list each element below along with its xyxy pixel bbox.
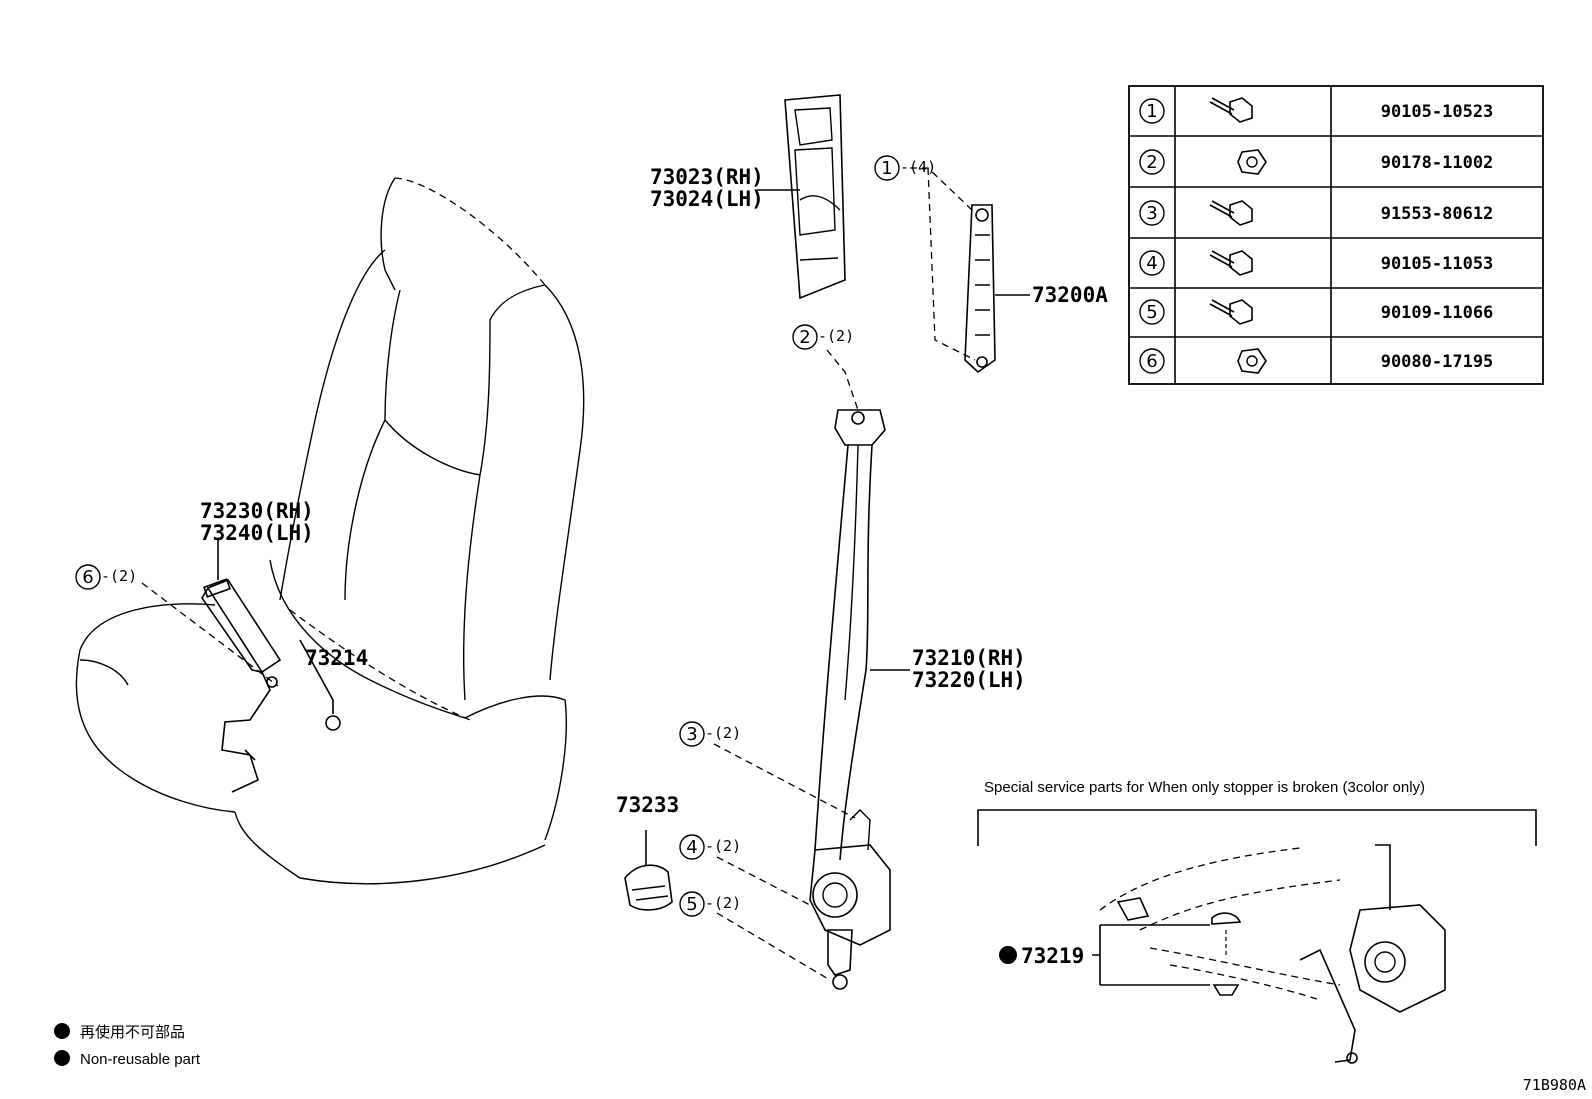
legend-english: Non-reusable part	[80, 1051, 201, 1068]
seat-belt-buckle	[201, 578, 282, 793]
label-73233: 73233	[616, 793, 679, 817]
seat-outline	[75, 177, 585, 885]
table-num-3: 3	[1146, 203, 1157, 224]
table-part-6: 90080-17195	[1381, 352, 1494, 372]
label-73220: 73220(LH)	[912, 668, 1026, 692]
label-73219: 73219	[1021, 944, 1084, 968]
callout-4-qty: -(2)	[705, 837, 741, 855]
bolt-icon	[1209, 200, 1253, 226]
table-num-2: 2	[1146, 152, 1157, 173]
callout-3-qty: -(2)	[705, 724, 741, 742]
callout-1: 1 -(4)	[874, 155, 936, 181]
label-73210: 73210(RH)	[912, 646, 1026, 670]
callout-2: 2 -(2)	[792, 324, 854, 350]
nut-icon	[1237, 348, 1267, 374]
stopper-inset-drawing	[1099, 844, 1446, 1064]
pillar-trim-cover	[784, 94, 846, 300]
callout-1-num: 1	[881, 158, 892, 179]
leader-73219	[1092, 924, 1210, 986]
table-num-1: 1	[1146, 101, 1157, 122]
callout-6-qty: -(2)	[101, 567, 137, 585]
leader-c5	[716, 912, 831, 981]
leader-c6	[141, 582, 279, 687]
table-part-5: 90109-11066	[1381, 303, 1494, 323]
bolt-icon	[1209, 250, 1253, 276]
callout-2-num: 2	[799, 327, 810, 348]
diagram-code: 71B980A	[1523, 1076, 1586, 1094]
callout-6-num: 6	[82, 567, 93, 588]
inset-bracket	[977, 809, 1537, 846]
label-73024: 73024(LH)	[650, 187, 764, 211]
label-73023: 73023(RH)	[650, 165, 764, 189]
label-73240: 73240(LH)	[200, 521, 314, 545]
table-part-2: 90178-11002	[1381, 153, 1494, 173]
callout-1-qty: -(4)	[900, 158, 936, 176]
callout-2-qty: -(2)	[818, 327, 854, 345]
table-num-5: 5	[1146, 302, 1157, 323]
leader-c3	[713, 743, 856, 819]
leader-c2	[826, 349, 859, 411]
nut-icon	[1237, 149, 1267, 175]
leader-c1	[910, 167, 976, 361]
cover-ring-icon	[325, 715, 341, 731]
belt-cap	[624, 864, 673, 911]
non-reusable-marker-icon	[999, 946, 1017, 964]
callout-3-num: 3	[686, 724, 697, 745]
bolt-icon	[1209, 299, 1253, 325]
bolt-icon	[1209, 97, 1253, 123]
table-num-4: 4	[1146, 253, 1157, 274]
leader-73214	[299, 639, 334, 714]
label-73214: 73214	[305, 646, 368, 670]
legend-dot-icon	[54, 1023, 70, 1039]
callout-5-qty: -(2)	[705, 894, 741, 912]
table-part-4: 90105-11053	[1381, 254, 1494, 274]
table-part-1: 90105-10523	[1381, 102, 1494, 122]
table-num-6: 6	[1146, 351, 1157, 372]
callout-5-num: 5	[686, 894, 697, 915]
label-73200A: 73200A	[1032, 283, 1108, 307]
legend-dot-icon	[54, 1050, 70, 1066]
seat-belt-assembly	[809, 409, 891, 990]
callout-4: 4 -(2)	[679, 834, 741, 860]
leader-c4	[716, 856, 811, 906]
callout-4-num: 4	[686, 837, 697, 858]
callout-5: 5 -(2)	[679, 891, 741, 917]
special-service-title: Special service parts for When only stop…	[984, 779, 1425, 796]
shoulder-height-adjuster	[964, 204, 996, 374]
table-part-3: 91553-80612	[1381, 204, 1494, 224]
label-73230: 73230(RH)	[200, 499, 314, 523]
callout-3: 3 -(2)	[679, 721, 741, 747]
callout-6: 6 -(2)	[75, 564, 137, 590]
fastener-table	[1128, 85, 1544, 385]
table-row-numbers: 1 2 3 4 5 6	[1139, 98, 1165, 374]
legend-japanese: 再使用不可部品	[80, 1024, 185, 1041]
